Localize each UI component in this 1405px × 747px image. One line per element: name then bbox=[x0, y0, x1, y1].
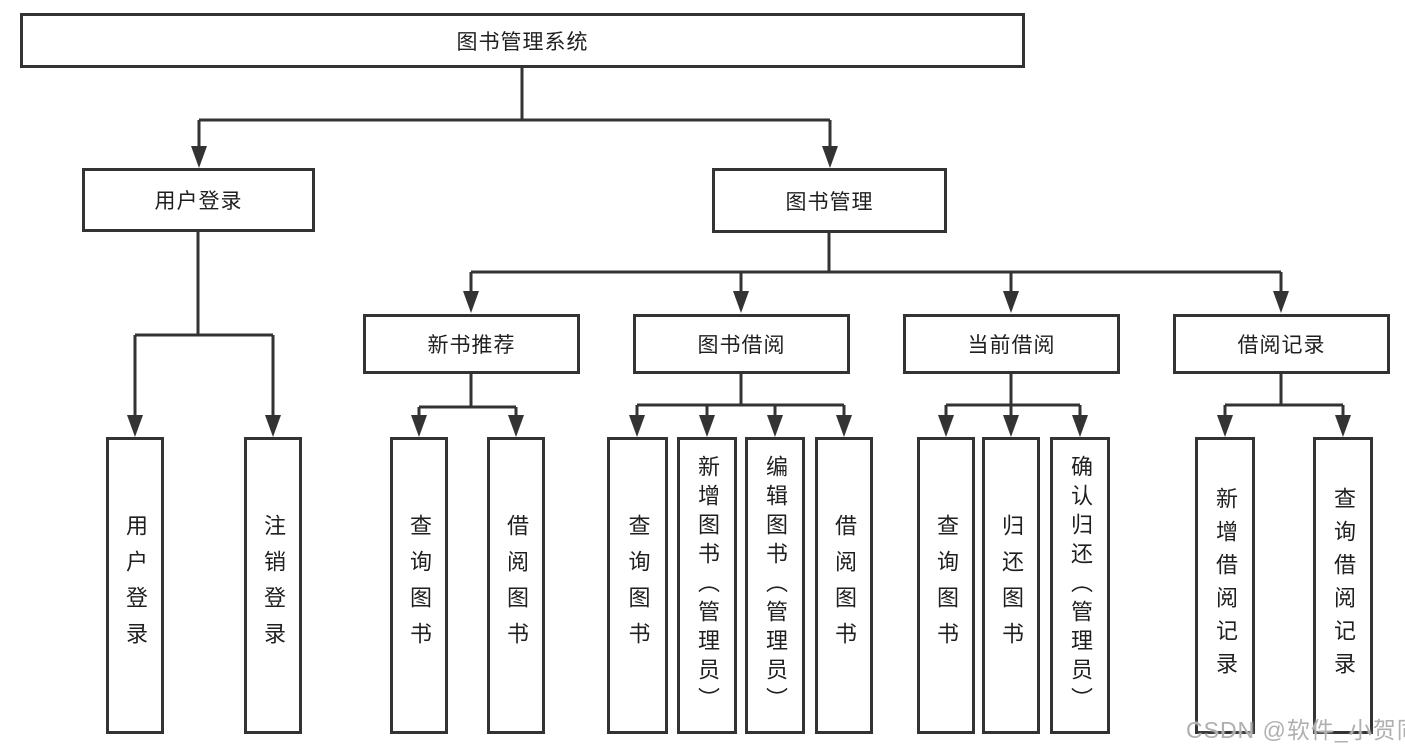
leaf-query-books-3: 查询图书 bbox=[917, 437, 975, 734]
leaf-add-borrow-record: 新增借阅记录 bbox=[1195, 437, 1255, 734]
leaf-user-login-label: 用户登录 bbox=[123, 513, 148, 658]
node-book-borrowing: 图书借阅 bbox=[633, 314, 850, 374]
node-book-borrowing-label: 图书借阅 bbox=[697, 334, 786, 357]
leaf-confirm-return-admin: 确认归还（管理员） bbox=[1050, 437, 1110, 734]
leaf-borrow-books-1-label: 借阅图书 bbox=[504, 513, 529, 658]
leaf-query-books-2: 查询图书 bbox=[607, 437, 668, 734]
leaf-user-login: 用户登录 bbox=[106, 437, 164, 734]
leaf-query-books-1-label: 查询图书 bbox=[407, 513, 432, 658]
leaf-query-books-2-label: 查询图书 bbox=[625, 513, 651, 658]
leaf-query-books-3-label: 查询图书 bbox=[934, 513, 959, 658]
node-new-book-recommend: 新书推荐 bbox=[363, 314, 580, 374]
node-new-book-recommend-label: 新书推荐 bbox=[427, 334, 516, 357]
leaf-borrow-books-2: 借阅图书 bbox=[815, 437, 873, 734]
leaf-borrow-books-2-label: 借阅图书 bbox=[832, 513, 857, 658]
leaf-logout-label: 注销登录 bbox=[261, 513, 286, 658]
leaf-borrow-books-1: 借阅图书 bbox=[487, 437, 545, 734]
node-root-label: 图书管理系统 bbox=[456, 30, 589, 54]
leaf-edit-books-admin-label: 编辑图书（管理员） bbox=[763, 455, 788, 716]
leaf-query-borrow-record-label: 查询借阅记录 bbox=[1331, 486, 1356, 685]
leaf-add-books-admin-label: 新增图书（管理员） bbox=[695, 455, 720, 716]
leaf-add-books-admin: 新增图书（管理员） bbox=[677, 437, 737, 734]
node-current-borrowing-label: 当前借阅 bbox=[967, 334, 1056, 357]
node-current-borrowing: 当前借阅 bbox=[903, 314, 1120, 374]
node-user-login: 用户登录 bbox=[82, 168, 315, 232]
leaf-edit-books-admin: 编辑图书（管理员） bbox=[745, 437, 805, 734]
node-borrowing-records: 借阅记录 bbox=[1173, 314, 1390, 374]
leaf-return-books: 归还图书 bbox=[982, 437, 1040, 734]
leaf-return-books-label: 归还图书 bbox=[999, 513, 1024, 658]
csdn-watermark: CSDN @软件_小贺同学 bbox=[1186, 717, 1405, 743]
node-user-login-label: 用户登录 bbox=[154, 190, 243, 213]
node-book-management-label: 图书管理 bbox=[785, 190, 874, 214]
leaf-query-books-1: 查询图书 bbox=[390, 437, 448, 734]
leaf-logout: 注销登录 bbox=[244, 437, 302, 734]
leaf-confirm-return-admin-label: 确认归还（管理员） bbox=[1068, 455, 1093, 716]
node-borrowing-records-label: 借阅记录 bbox=[1237, 334, 1326, 357]
leaf-query-borrow-record: 查询借阅记录 bbox=[1313, 437, 1373, 734]
node-root: 图书管理系统 bbox=[20, 13, 1025, 68]
node-book-management: 图书管理 bbox=[712, 168, 947, 233]
leaf-add-borrow-record-label: 新增借阅记录 bbox=[1213, 486, 1238, 685]
